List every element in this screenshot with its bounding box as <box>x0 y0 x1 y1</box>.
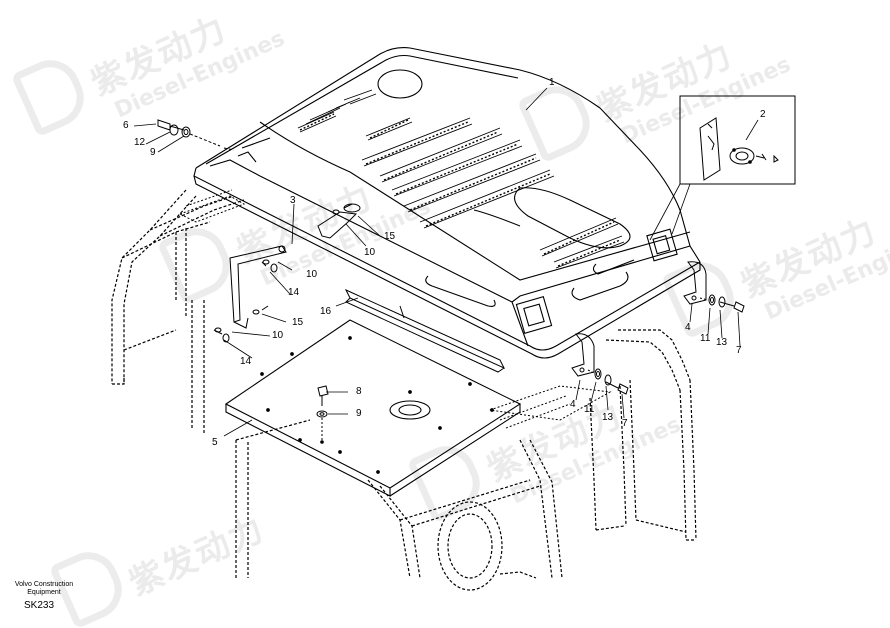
callout-6: 6 <box>123 120 129 131</box>
callout-11: 11 <box>700 333 711 344</box>
callout-10: 10 <box>272 330 284 341</box>
callout-13: 13 <box>716 337 728 348</box>
callout-14: 14 <box>288 287 300 298</box>
footer-company: Volvo Construction <box>14 581 74 588</box>
floor-plate <box>224 319 522 497</box>
leader-lines <box>133 87 759 437</box>
callout-9: 9 <box>356 408 362 419</box>
seal-strip <box>344 288 506 373</box>
hinge-left <box>571 333 595 377</box>
callout-2: 2 <box>760 109 766 120</box>
hood-vent-grille <box>299 113 621 267</box>
hood-vents <box>297 89 625 269</box>
callout-13: 13 <box>602 412 614 423</box>
callout-10: 10 <box>364 247 376 258</box>
footer-caption: Volvo Construction Equipment <box>14 581 74 597</box>
callout-10: 10 <box>306 269 318 280</box>
cab-frame <box>111 189 697 591</box>
callout-1: 1 <box>549 77 555 88</box>
hood-cover <box>193 47 701 359</box>
callout-4: 4 <box>685 322 691 333</box>
callout-15: 15 <box>292 317 304 328</box>
callout-8: 8 <box>356 386 362 397</box>
support-bracket <box>229 245 287 329</box>
callout-7: 7 <box>622 418 628 429</box>
hinge-right <box>683 261 707 305</box>
footer-subtitle: Equipment <box>27 589 61 596</box>
callout-16: 16 <box>320 306 332 317</box>
dashed-rear-panel <box>178 189 612 429</box>
callout-14: 14 <box>240 356 252 367</box>
callout-12: 12 <box>134 137 146 148</box>
callout-3: 3 <box>290 195 296 206</box>
callout-4: 4 <box>570 399 576 410</box>
detail-inset <box>649 95 796 241</box>
callout-11: 11 <box>584 404 595 415</box>
hardware-bolts <box>157 119 745 444</box>
callout-5: 5 <box>212 437 218 448</box>
drawing-code: SK233 <box>24 600 55 611</box>
callout-15: 15 <box>384 231 396 242</box>
callout-9: 9 <box>150 147 156 158</box>
callout-7: 7 <box>736 345 742 356</box>
